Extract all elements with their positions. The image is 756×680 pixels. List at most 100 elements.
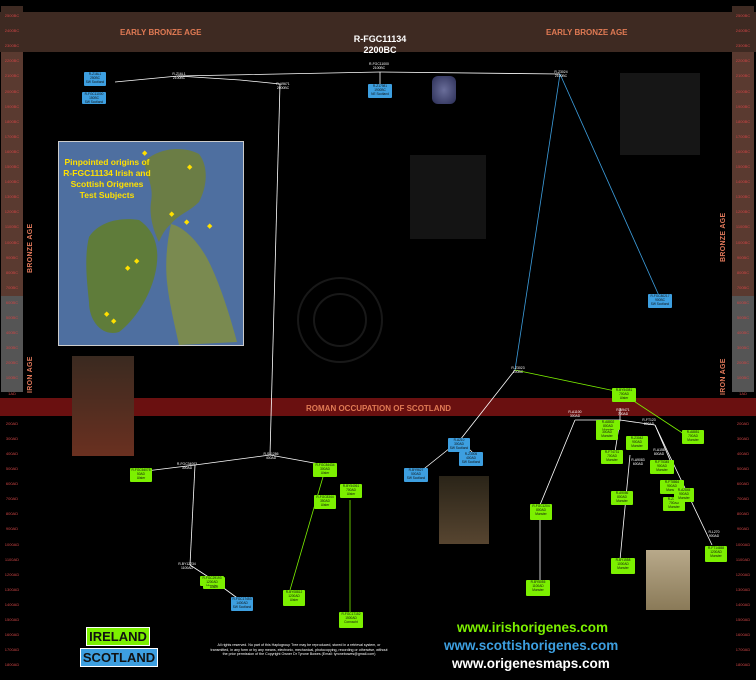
timeline-tick: 1300AD	[4, 586, 20, 592]
branch-scot	[459, 369, 516, 441]
timeline-tick: 500AD	[5, 466, 19, 471]
timeline-tick: 1200BC	[4, 209, 20, 215]
timeline-tick: 900AD	[5, 526, 19, 532]
timeline-tick: 2300BC	[4, 43, 20, 49]
timeline-tick: 1200AD	[735, 571, 751, 577]
timeline-tick: 2500BC	[735, 13, 751, 18]
branch-munster-low	[619, 454, 631, 561]
timeline-tick: 1000AD	[735, 541, 751, 547]
timeline-tick: 1700AD	[735, 647, 751, 653]
timeline-tick: 1500BC	[4, 164, 20, 169]
clan-chief-portrait	[439, 476, 489, 544]
url-origenes-maps[interactable]: www.origenesmaps.com	[452, 656, 610, 671]
england-landmass	[166, 224, 237, 345]
branch-lower-left	[137, 454, 271, 473]
timeline-tick: 1400BC	[4, 179, 20, 185]
timeline-tick: 500BC	[736, 315, 750, 320]
timeline-tick: 300AD	[5, 435, 19, 441]
timeline-tick: 1AD	[8, 390, 16, 396]
timeline-tick: 1000BC	[4, 239, 20, 245]
left-era-label: EARLY BRONZE AGE	[120, 28, 202, 37]
timeline-tick: 2200BC	[4, 58, 20, 64]
title-haplogroup: R-FGC11134	[353, 34, 407, 44]
timeline-tick: 700BC	[736, 284, 750, 290]
pin-icon: ◆	[187, 164, 193, 171]
timeline-tick: 1100AD	[4, 556, 20, 562]
timeline-tick: 2100BC	[4, 73, 20, 79]
watermark-ring-inner	[313, 293, 367, 347]
timeline-tick: 2000BC	[735, 88, 751, 94]
timeline-tick: 1800AD	[735, 662, 751, 668]
pin-icon: ◆	[142, 150, 148, 157]
timeline-tick: 1100BC	[735, 224, 751, 230]
roman-occupation-label: ROMAN OCCUPATION OF SCOTLAND	[306, 404, 452, 413]
timeline-tick: 1700BC	[4, 133, 20, 139]
url-irish-origenes[interactable]: www.irishorigenes.com	[457, 620, 609, 635]
timeline-tick: 400AD	[736, 450, 750, 456]
title-date: 2200BC	[363, 45, 397, 55]
timeline-tick: 1000AD	[4, 541, 20, 547]
trunk-line	[177, 71, 561, 77]
timeline-tick: 200AD	[736, 420, 750, 426]
timeline-tick: 600AD	[736, 481, 750, 487]
timeline-tick: 2000BC	[4, 88, 20, 94]
timeline-tick: 800AD	[5, 511, 19, 517]
scotland-landmass	[144, 149, 206, 242]
timeline-tick: 1600BC	[4, 148, 20, 154]
timeline-tick: 1500BC	[735, 164, 751, 169]
pin-icon: ◆	[125, 265, 131, 272]
timeline-tick: 100BC	[736, 375, 750, 381]
timeline-tick: 300AD	[736, 435, 750, 441]
timeline-tick: 1900BC	[735, 103, 751, 109]
timeline-tick: 1400AD	[735, 601, 751, 607]
timeline-tick: 1100BC	[4, 224, 20, 230]
copyright-notice: All rights reserved. No part of this Hap…	[210, 643, 388, 657]
url-scottish-origenes[interactable]: www.scottishorigenes.com	[444, 638, 619, 653]
timeline-tick: 1200AD	[4, 571, 20, 577]
timeline-tick: 1600AD	[735, 632, 751, 638]
timeline-tick: 900BC	[5, 254, 19, 260]
timeline-tick: 200BC	[736, 360, 750, 366]
timeline-tick: 800BC	[5, 269, 19, 275]
timeline-tick: 1000BC	[735, 239, 751, 245]
timeline-tick: 2300BC	[735, 43, 751, 49]
blue-branch-iron	[514, 73, 561, 371]
scotland-map-thumbnail	[410, 155, 486, 239]
